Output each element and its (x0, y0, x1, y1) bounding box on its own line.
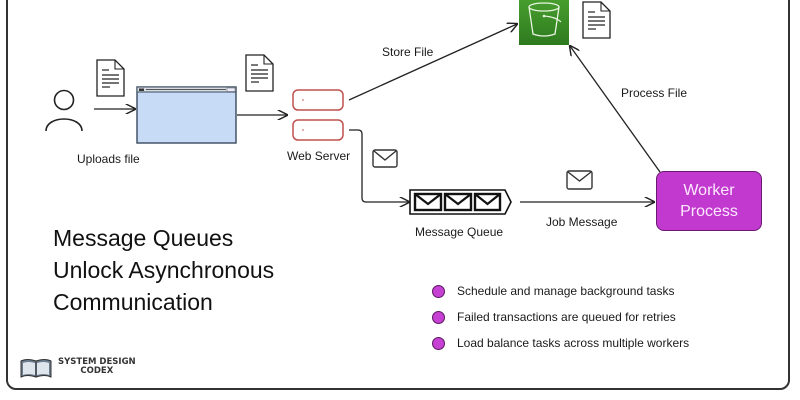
user-icon (45, 89, 83, 132)
brand-logo: SYSTEM DESIGN CODEX (54, 358, 136, 376)
worker-label-line1: Worker (683, 182, 735, 199)
benefit-text: Load balance tasks across multiple worke… (457, 336, 690, 350)
envelope-icon (566, 170, 593, 190)
arrow-store-file (348, 24, 517, 101)
browser-window-icon (136, 86, 237, 144)
worker-process-node: Worker Process (656, 171, 762, 231)
worker-label-line2: Process (680, 203, 738, 220)
headline-line2: Unlock Asynchronous (53, 257, 275, 283)
benefit-item: Failed transactions are queued for retri… (432, 304, 689, 330)
benefit-item: Schedule and manage background tasks (432, 278, 689, 304)
job-message-label: Job Message (546, 215, 618, 229)
queue-icon (409, 189, 512, 215)
headline-line3: Communication (53, 289, 213, 315)
benefit-text: Failed transactions are queued for retri… (457, 310, 676, 324)
diagram-frame (6, 0, 790, 390)
logo-line2: CODEX (80, 366, 114, 376)
envelope-icon (372, 149, 398, 168)
server-icon (292, 89, 344, 141)
web-server-label: Web Server (287, 149, 351, 163)
arrow-process-file (570, 46, 661, 173)
bullet-dot-icon (432, 336, 445, 350)
user-label: Uploads file (77, 152, 140, 166)
message-queue-label: Message Queue (415, 225, 504, 239)
logo-line1: SYSTEM DESIGN (58, 357, 136, 367)
benefits-list: Schedule and manage background tasks Fai… (432, 278, 689, 356)
document-icon (245, 54, 274, 92)
bucket-icon (519, 0, 569, 45)
benefit-item: Load balance tasks across multiple worke… (432, 330, 689, 356)
store-file-label: Store File (382, 45, 434, 59)
document-icon (96, 59, 125, 97)
brand-logo-text: SYSTEM DESIGN CODEX (58, 358, 136, 376)
bullet-dot-icon (432, 284, 445, 298)
process-file-label: Process File (621, 86, 688, 100)
headline: Message Queues Unlock Asynchronous Commu… (53, 222, 274, 318)
open-book-icon (20, 359, 52, 378)
headline-line1: Message Queues (53, 225, 234, 251)
bullet-dot-icon (432, 310, 445, 324)
benefit-text: Schedule and manage background tasks (457, 284, 675, 298)
arrow-server-to-queue (349, 129, 409, 202)
document-icon (582, 1, 611, 39)
